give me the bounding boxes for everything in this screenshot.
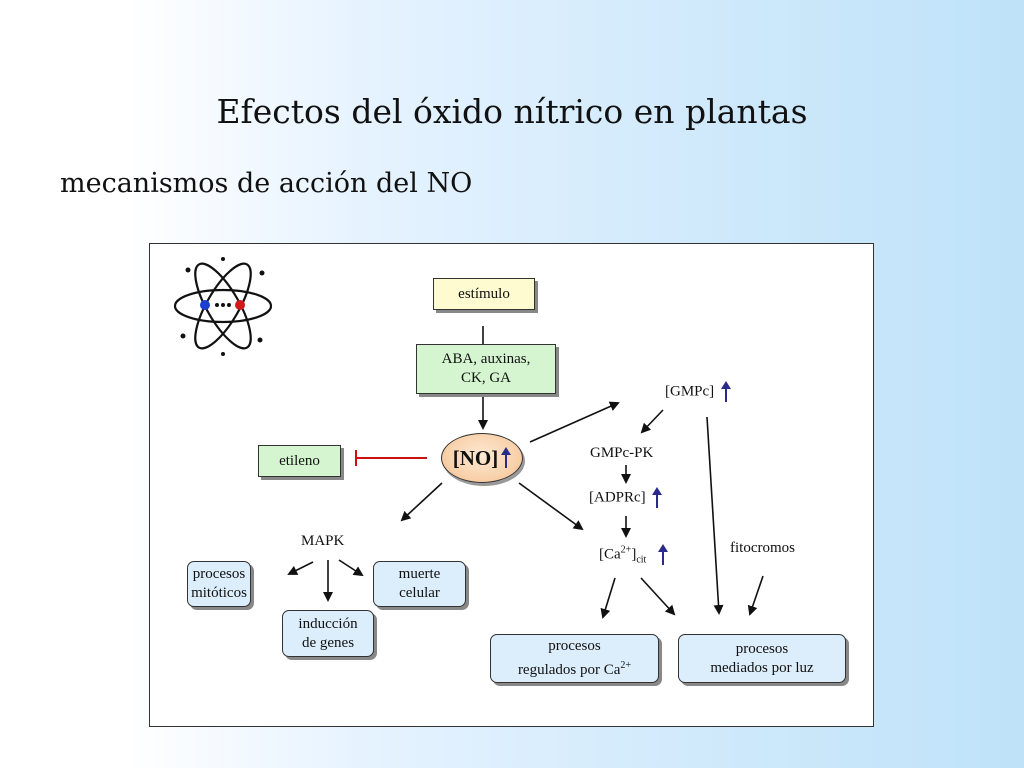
cell-death-box: muerte celular (373, 561, 466, 607)
arrow-gmpc-gmpcpk (640, 409, 664, 434)
mitotic-box: procesos mitóticos (187, 561, 251, 607)
arrow-phyto-light (747, 575, 764, 616)
ca-regulated-box: procesos regulados por Ca2+ (490, 634, 659, 683)
diagram-connectors (287, 326, 764, 619)
phytochromes-label: fitocromos (730, 540, 795, 556)
hormones-line-1: ABA, auxinas, (441, 351, 531, 367)
gmpc-label: [GMPc] (665, 381, 731, 403)
cell-death-line-1: muerte (398, 566, 441, 582)
light-mediated-line-1: procesos (735, 640, 789, 657)
stimulus-box: estímulo (433, 278, 535, 310)
gmpc-pk-label: GMPc-PK (590, 445, 654, 461)
gene-induction-box: inducción de genes (282, 610, 374, 657)
up-arrow-icon (501, 447, 512, 468)
gene-induction-line-1: inducción (298, 615, 358, 632)
no-label: [NO] (452, 445, 499, 470)
ca-regulated-line-2: regulados por Ca2+ (517, 660, 632, 678)
ca-regulated-line-1: procesos (548, 638, 601, 654)
slide-title: Efectos del óxido nítrico en plantas (216, 92, 808, 131)
up-arrow-icon (658, 544, 669, 565)
arrow-ca-caregulated-2 (640, 577, 676, 616)
arrow-no-ca (518, 482, 584, 531)
mitotic-line-1: procesos (192, 566, 246, 582)
hormones-box: ABA, auxinas, CK, GA (416, 344, 556, 394)
cell-death-line-2: celular (399, 585, 440, 601)
inhibit-no-ethylene (355, 450, 427, 466)
ethylene-box: etileno (258, 445, 341, 477)
arrow-no-gmpc (529, 401, 620, 443)
hormones-line-2: CK, GA (460, 370, 511, 386)
slide-subtitle: mecanismos de acción del NO (60, 168, 473, 199)
mapk-label: MAPK (301, 533, 345, 549)
arrow-no-mapk (400, 482, 443, 522)
ca-cit-label: [Ca2+]cit (599, 544, 669, 566)
mitotic-line-2: mitóticos (191, 585, 247, 601)
adprc-label: [ADPRc] (589, 487, 663, 509)
up-arrow-icon (720, 381, 731, 402)
atom-icon (173, 257, 273, 356)
no-node: [NO] (441, 433, 523, 483)
light-mediated-line-2: mediados por luz (710, 659, 814, 676)
arrow-gmpc-light (706, 416, 724, 615)
arrow-ca-caregulated-1 (600, 577, 616, 619)
up-arrow-icon (652, 487, 663, 508)
arrow-mapk-death (338, 559, 364, 577)
light-mediated-box: procesos mediados por luz (678, 634, 846, 683)
diagram-panel: estímulo ABA, auxinas, CK, GA etileno [N… (149, 243, 874, 727)
gene-induction-line-2: de genes (301, 634, 355, 651)
arrow-mapk-mitotic (287, 561, 314, 575)
